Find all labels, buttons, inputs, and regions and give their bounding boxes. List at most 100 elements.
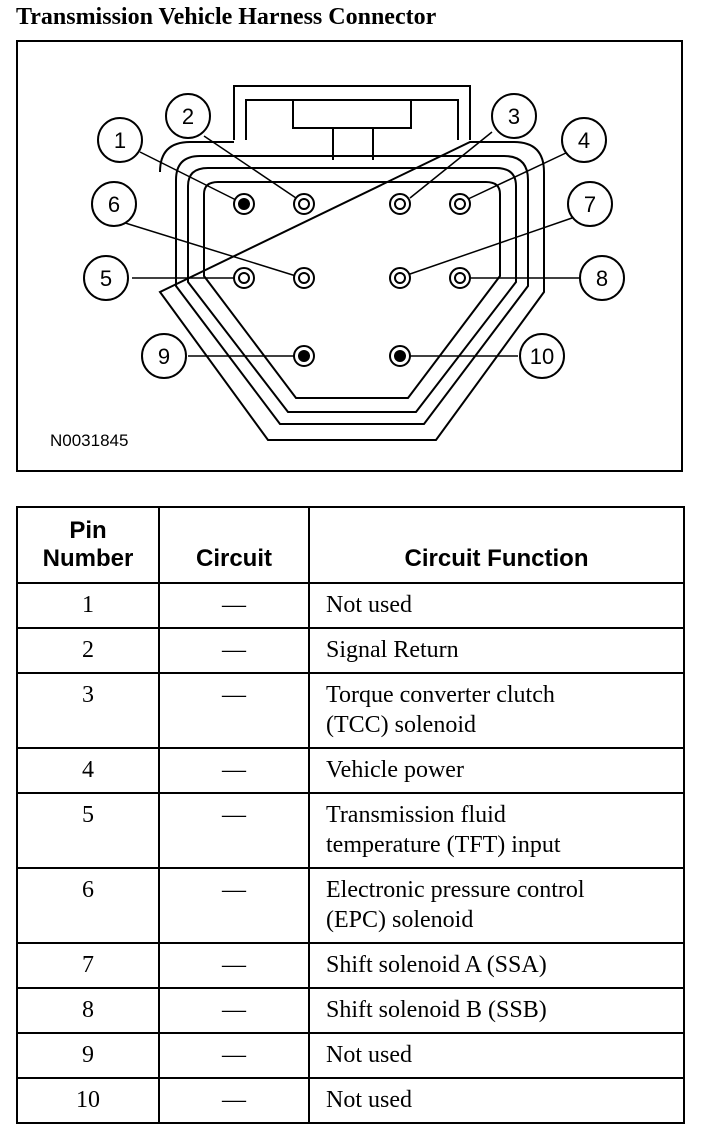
circuit-cell: — bbox=[158, 582, 310, 629]
callout-4: 4 bbox=[561, 117, 607, 163]
housing-seal-2 bbox=[187, 167, 517, 413]
circuit-function-cell: Vehicle power bbox=[308, 747, 685, 794]
pin-number-cell: 9 bbox=[16, 1032, 160, 1079]
pin-number-cell: 2 bbox=[16, 627, 160, 674]
callout-2-label: 2 bbox=[182, 104, 194, 129]
callout-6: 6 bbox=[91, 181, 137, 227]
callout-6-label: 6 bbox=[108, 192, 120, 217]
pin-number-cell: 7 bbox=[16, 942, 160, 989]
table-header-row: Pin Number Circuit Circuit Function bbox=[16, 506, 685, 584]
header-pin-line-1: Pin bbox=[69, 517, 107, 544]
pin-number-cell: 1 bbox=[16, 582, 160, 629]
circuit-cell: — bbox=[158, 1032, 310, 1079]
terminal-9 bbox=[293, 345, 315, 367]
pin-terminals bbox=[233, 193, 471, 367]
circuit-cell: — bbox=[158, 867, 310, 944]
terminal-7 bbox=[389, 267, 411, 289]
circuit-function-line: temperature (TFT) input bbox=[326, 832, 561, 858]
housing-outer bbox=[158, 141, 545, 441]
circuit-function-cell: Torque converter clutch (TCC) solenoid bbox=[308, 672, 685, 749]
pin-number-cell: 3 bbox=[16, 672, 160, 749]
circuit-function-cell: Not used bbox=[308, 1077, 685, 1124]
pin-function-table: Pin Number Circuit Circuit Function 1—No… bbox=[16, 506, 685, 1124]
callout-3: 3 bbox=[491, 93, 537, 139]
circuit-function-line: Not used bbox=[326, 592, 412, 618]
table-row: 6— Electronic pressure control (EPC) solen… bbox=[16, 867, 685, 944]
terminal-1 bbox=[233, 193, 255, 215]
header-circuit: Circuit bbox=[158, 506, 310, 584]
callout-7-label: 7 bbox=[584, 192, 596, 217]
circuit-cell: — bbox=[158, 942, 310, 989]
header-circuit-function: Circuit Function bbox=[308, 506, 685, 584]
circuit-function-line: Torque converter clutch bbox=[326, 682, 555, 708]
callout-1-label: 1 bbox=[114, 128, 126, 153]
callout-4-label: 4 bbox=[578, 128, 590, 153]
circuit-function-line: Shift solenoid A (SSA) bbox=[326, 952, 547, 978]
circuit-function-cell: Shift solenoid A (SSA) bbox=[308, 942, 685, 989]
terminal-5 bbox=[233, 267, 255, 289]
latch-rails bbox=[332, 128, 374, 160]
circuit-function-cell: Not used bbox=[308, 1032, 685, 1079]
circuit-function-line: (TCC) solenoid bbox=[326, 712, 476, 738]
housing-inner bbox=[203, 181, 501, 399]
table-row: 5— Transmission fluid temperature (TFT) in… bbox=[16, 792, 685, 869]
circuit-function-line: Shift solenoid B (SSB) bbox=[326, 997, 547, 1023]
connector-diagram: 1 2 3 4 5 6 7 bbox=[16, 40, 683, 472]
callout-7: 7 bbox=[567, 181, 613, 227]
pin-number-cell: 4 bbox=[16, 747, 160, 794]
connector-housing bbox=[158, 85, 545, 441]
header-pin-line-2: Number bbox=[42, 545, 134, 572]
pin-callouts: 1 2 3 4 5 6 7 bbox=[83, 93, 625, 379]
connector-drawing: 1 2 3 4 5 6 7 bbox=[50, 85, 625, 450]
callout-10-label: 10 bbox=[530, 344, 554, 369]
table-row: 4—Vehicle power bbox=[16, 747, 685, 794]
table-row: 10— Not used bbox=[16, 1077, 685, 1124]
circuit-cell: — bbox=[158, 627, 310, 674]
callout-5-label: 5 bbox=[100, 266, 112, 291]
circuit-function-line: Not used bbox=[326, 1042, 412, 1068]
circuit-function-line: Not used bbox=[326, 1087, 412, 1113]
circuit-function-cell: Shift solenoid B (SSB) bbox=[308, 987, 685, 1034]
latch-outline bbox=[292, 100, 412, 129]
terminal-8 bbox=[449, 267, 471, 289]
locking-tab-inner bbox=[245, 99, 459, 140]
circuit-function-cell: Electronic pressure control (EPC) solenoi… bbox=[308, 867, 685, 944]
terminal-4 bbox=[449, 193, 471, 215]
circuit-function-cell: Not used bbox=[308, 582, 685, 629]
terminal-10 bbox=[389, 345, 411, 367]
leader-lines bbox=[121, 131, 580, 357]
circuit-function-line: Transmission fluid bbox=[326, 802, 506, 828]
page-title: Transmission Vehicle Harness Connector bbox=[16, 4, 437, 30]
circuit-cell: — bbox=[158, 792, 310, 869]
circuit-function-cell: Signal Return bbox=[308, 627, 685, 674]
circuit-function-cell: Transmission fluid temperature (TFT) inpu… bbox=[308, 792, 685, 869]
terminal-2 bbox=[293, 193, 315, 215]
circuit-cell: — bbox=[158, 747, 310, 794]
locking-tab-outer bbox=[233, 85, 471, 140]
circuit-cell: — bbox=[158, 987, 310, 1034]
callout-9: 9 bbox=[141, 333, 187, 379]
circuit-cell: — bbox=[158, 1077, 310, 1124]
terminal-3 bbox=[389, 193, 411, 215]
table-row: 8—Shift solenoid B (SSB) bbox=[16, 987, 685, 1034]
callout-10: 10 bbox=[519, 333, 565, 379]
pin-number-cell: 5 bbox=[16, 792, 160, 869]
circuit-function-line: Electronic pressure control bbox=[326, 877, 585, 903]
callout-2: 2 bbox=[165, 93, 211, 139]
callout-8: 8 bbox=[579, 255, 625, 301]
circuit-function-line: (EPC) solenoid bbox=[326, 907, 474, 933]
circuit-function-line: Signal Return bbox=[326, 637, 459, 663]
callout-3-label: 3 bbox=[508, 104, 520, 129]
pin-number-cell: 6 bbox=[16, 867, 160, 944]
callout-5: 5 bbox=[83, 255, 129, 301]
figure-id: N0031845 bbox=[50, 431, 128, 450]
table-row: 1— Not used bbox=[16, 582, 685, 629]
circuit-cell: — bbox=[158, 672, 310, 749]
table-row: 3— Torque converter clutch (TCC) solenoid bbox=[16, 672, 685, 749]
table-row: 9— Not used bbox=[16, 1032, 685, 1079]
pin-number-cell: 10 bbox=[16, 1077, 160, 1124]
callout-8-label: 8 bbox=[596, 266, 608, 291]
terminal-6 bbox=[293, 267, 315, 289]
table-row: 7— Shift solenoid A (SSA) bbox=[16, 942, 685, 989]
